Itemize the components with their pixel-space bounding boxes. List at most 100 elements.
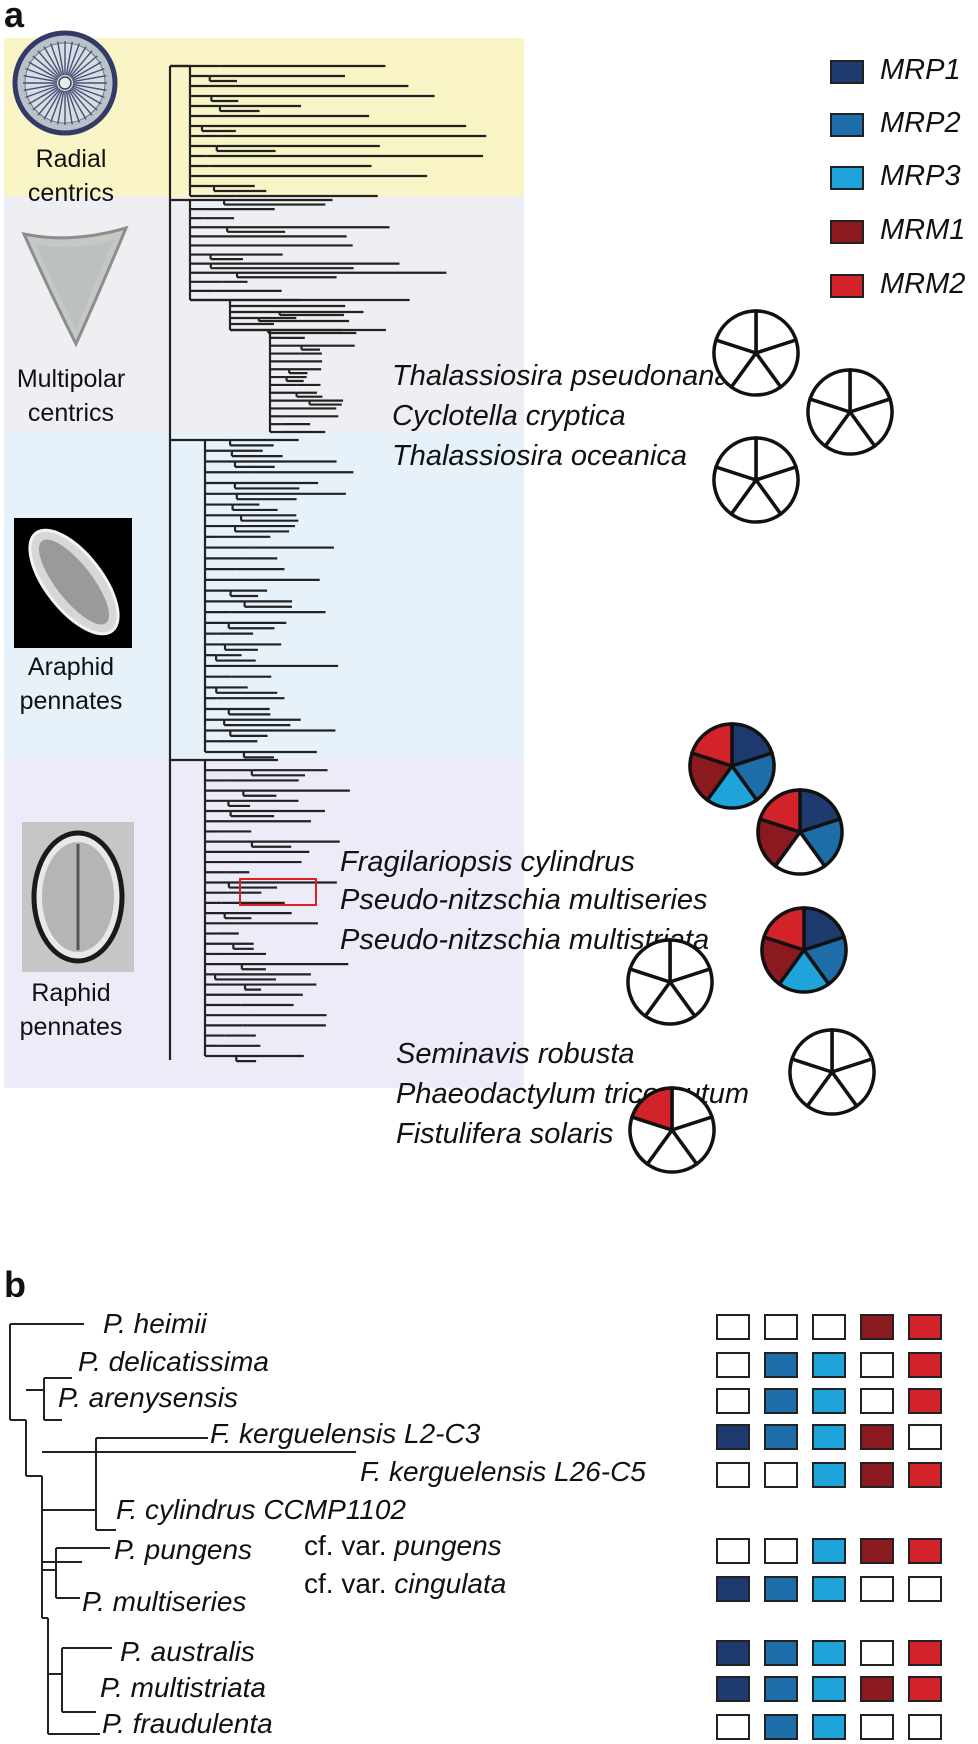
presence-cell <box>764 1462 798 1488</box>
presence-cell <box>860 1462 894 1488</box>
radial-centric-micrograph <box>12 30 118 136</box>
presence-cell <box>812 1714 846 1740</box>
gene-pie <box>788 1028 876 1116</box>
pie-slice <box>628 1114 675 1167</box>
species-thalassiosira-pseudonana: Thalassiosira pseudonana <box>392 360 731 392</box>
pie-slice <box>667 966 714 1019</box>
gene-pie <box>626 938 714 1026</box>
presence-cell <box>716 1576 750 1602</box>
variety-prefix: cf. var. <box>304 1568 395 1599</box>
group-label-line1: Araphid <box>27 653 115 681</box>
presence-cell <box>764 1576 798 1602</box>
pie-slice <box>753 337 800 390</box>
variety-pungens: cf. var. pungens <box>304 1530 502 1562</box>
presence-cell <box>812 1538 846 1564</box>
presence-cell <box>908 1714 942 1740</box>
presence-cell <box>860 1640 894 1666</box>
pie-slice <box>788 1056 835 1109</box>
araphid-pennate-micrograph <box>14 518 132 648</box>
presence-cell <box>908 1388 942 1414</box>
pie-slice <box>757 788 802 835</box>
legend-label: MRM2 <box>880 268 966 300</box>
tree-b-branches <box>9 1323 356 1735</box>
presence-cell <box>908 1640 942 1666</box>
pseudo-nitzschia-phylogeny <box>9 1323 356 1735</box>
taxon-p-heimii: P. heimii <box>103 1308 207 1339</box>
gene-pie <box>806 368 894 456</box>
presence-cell <box>908 1576 942 1602</box>
presence-cell <box>716 1640 750 1666</box>
taxon-p-multistriata: P. multistriata <box>100 1672 266 1703</box>
pie-slice <box>729 750 776 803</box>
gene-pie <box>712 436 800 524</box>
presence-cell <box>908 1676 942 1702</box>
group-label-line1: Multipolar <box>16 365 126 393</box>
taxon-p-pungens: P. pungens <box>114 1534 253 1565</box>
presence-cell <box>812 1576 846 1602</box>
presence-cell <box>908 1424 942 1450</box>
gene-pie <box>628 1086 716 1174</box>
presence-cell <box>860 1352 894 1378</box>
species-fragilariopsis-cylindrus: Fragilariopsis cylindrus <box>340 846 635 878</box>
presence-cell <box>812 1640 846 1666</box>
pie-slice <box>712 337 759 390</box>
group-label-line1: Raphid <box>31 979 111 1007</box>
legend-swatch <box>830 60 864 84</box>
pie-slice <box>728 350 784 397</box>
taxon-p-arenysensis: P. arenysensis <box>58 1382 239 1413</box>
presence-cell <box>716 1388 750 1414</box>
pie-slice <box>642 979 698 1026</box>
presence-cell <box>860 1714 894 1740</box>
pie-slice <box>829 1056 876 1109</box>
presence-cell <box>908 1462 942 1488</box>
pie-slice <box>669 1114 716 1167</box>
presence-cell <box>764 1388 798 1414</box>
presence-cell <box>860 1676 894 1702</box>
variety-name: pungens <box>394 1530 502 1561</box>
presence-cell <box>860 1314 894 1340</box>
presence-cell <box>908 1538 942 1564</box>
group-label-raphid-pennates: Raphid pennates <box>0 976 146 1044</box>
group-label-multipolar-centrics: Multipolar centrics <box>0 362 146 430</box>
legend-label: MRP3 <box>880 160 961 192</box>
presence-cell <box>908 1352 942 1378</box>
presence-cell <box>860 1576 894 1602</box>
group-label-radial-centrics: Radial centrics <box>0 142 146 210</box>
group-label-line1: Radial <box>35 145 107 173</box>
pseudo-nitzschia-highlight-box <box>239 878 317 906</box>
presence-cell <box>716 1424 750 1450</box>
pie-slice <box>804 1069 860 1116</box>
pie-slice <box>822 409 878 456</box>
variety-cingulata: cf. var. cingulata <box>304 1568 506 1600</box>
species-pseudo-nitzschia-multiseries: Pseudo-nitzschia multiseries <box>340 884 708 916</box>
presence-cell <box>716 1538 750 1564</box>
taxon-p-multiseries: P. multiseries <box>82 1586 247 1617</box>
legend-label: MRM1 <box>880 214 966 246</box>
group-label-araphid-pennates: Araphid pennates <box>0 650 146 718</box>
presence-cell <box>764 1314 798 1340</box>
species-seminavis-robusta: Seminavis robusta <box>396 1038 635 1070</box>
pie-slice <box>806 396 853 449</box>
gene-pie <box>756 788 844 876</box>
presence-cell <box>812 1388 846 1414</box>
pie-slice <box>776 947 832 994</box>
presence-cell <box>812 1352 846 1378</box>
taxon-f-kerguelensis-l2-c3: F. kerguelensis L2-C3 <box>210 1418 481 1449</box>
variety-prefix: cf. var. <box>304 1530 395 1561</box>
pie-slice <box>688 750 735 803</box>
group-label-line2: centrics <box>27 399 115 427</box>
taxon-f-kerguelensis-l26-c5: F. kerguelensis L26-C5 <box>360 1456 646 1487</box>
presence-cell <box>860 1388 894 1414</box>
species-thalassiosira-oceanica: Thalassiosira oceanica <box>392 440 687 472</box>
pie-slice <box>626 966 673 1019</box>
tree-branches <box>168 64 487 1063</box>
panel-b-label: b <box>4 1264 26 1305</box>
pie-slice <box>807 368 852 415</box>
presence-cell <box>764 1424 798 1450</box>
presence-cell <box>764 1714 798 1740</box>
taxon-p-fraudulenta: P. fraudulenta <box>102 1708 273 1739</box>
presence-cell <box>764 1352 798 1378</box>
panel-a-label: a <box>4 0 25 35</box>
species-fistulifera-solaris: Fistulifera solaris <box>396 1118 614 1150</box>
pie-slice <box>772 829 828 876</box>
